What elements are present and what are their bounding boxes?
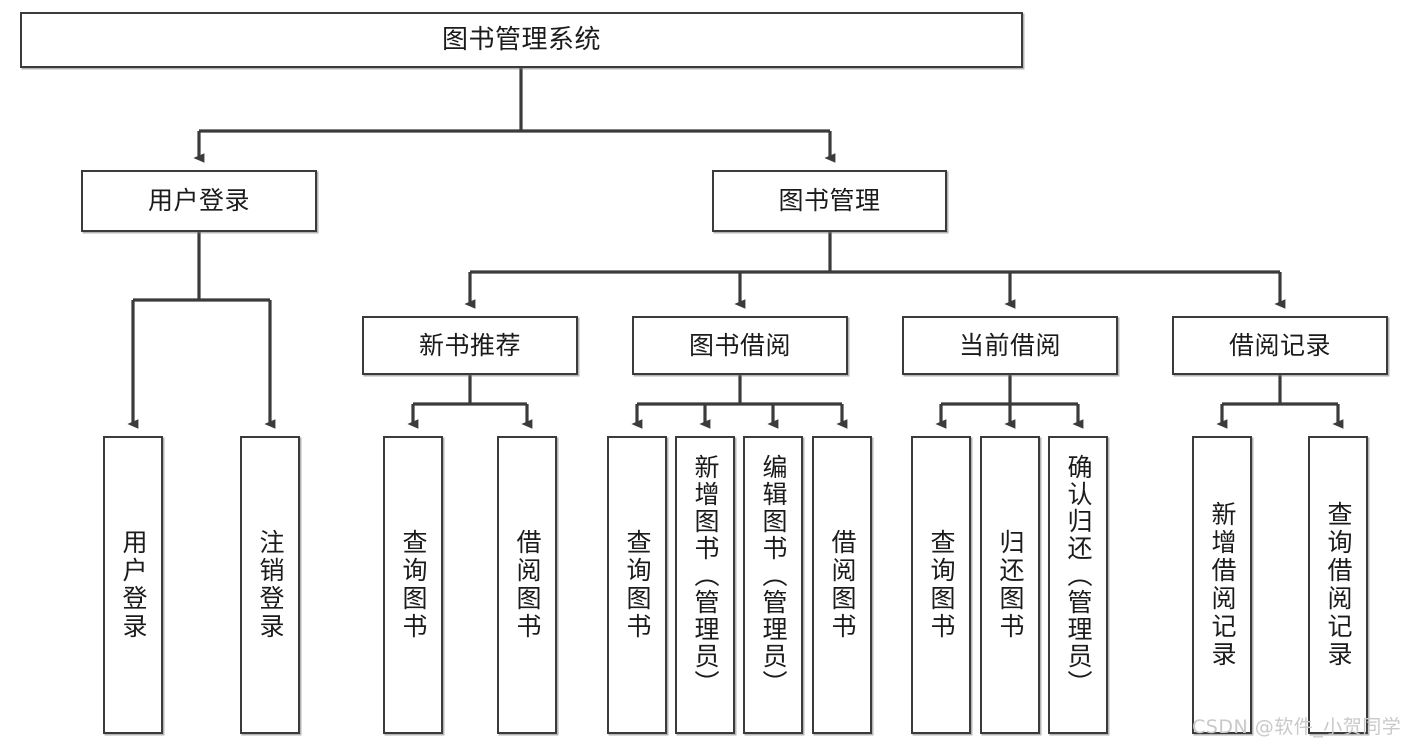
- node-label: 用户登录: [119, 529, 148, 641]
- node-user-login[interactable]: 用户登录: [81, 170, 317, 232]
- leaf-user-login[interactable]: 用户登录: [103, 436, 163, 734]
- node-label: 当前借阅: [958, 330, 1061, 360]
- node-root-system[interactable]: 图书管理系统: [20, 12, 1023, 68]
- leaf-query-book-borrow[interactable]: 查询图书: [607, 436, 667, 734]
- leaf-edit-book-admin[interactable]: 编辑图书（管理员）: [743, 436, 803, 734]
- node-new-book-recommend[interactable]: 新书推荐: [362, 316, 578, 375]
- node-book-borrow[interactable]: 图书借阅: [632, 316, 848, 375]
- node-label: 图书管理系统: [441, 24, 601, 55]
- leaf-add-book-admin[interactable]: 新增图书（管理员）: [675, 436, 735, 734]
- node-label: 借阅图书: [513, 529, 542, 641]
- node-label: 确认归还（管理员）: [1064, 454, 1093, 697]
- leaf-logout[interactable]: 注销登录: [240, 436, 300, 734]
- leaf-borrow-book-recommend[interactable]: 借阅图书: [497, 436, 557, 734]
- leaf-query-borrow-record[interactable]: 查询借阅记录: [1308, 436, 1368, 734]
- leaf-borrow-book[interactable]: 借阅图书: [812, 436, 872, 734]
- node-current-borrow[interactable]: 当前借阅: [902, 316, 1118, 375]
- leaf-confirm-return-admin[interactable]: 确认归还（管理员）: [1048, 436, 1108, 734]
- node-label: 查询借阅记录: [1324, 501, 1353, 669]
- watermark-text: CSDN @软件_小贺同学: [1192, 716, 1402, 738]
- leaf-return-book[interactable]: 归还图书: [980, 436, 1040, 734]
- node-label: 新增借阅记录: [1208, 501, 1237, 669]
- node-borrow-records[interactable]: 借阅记录: [1172, 316, 1388, 375]
- node-label: 图书管理: [778, 186, 881, 216]
- node-label: 新书推荐: [418, 330, 521, 360]
- node-label: 借阅记录: [1228, 330, 1331, 360]
- node-label: 借阅图书: [828, 529, 857, 641]
- node-label: 查询图书: [623, 529, 652, 641]
- leaf-add-borrow-record[interactable]: 新增借阅记录: [1192, 436, 1252, 734]
- node-label: 归还图书: [996, 529, 1025, 641]
- node-label: 图书借阅: [688, 330, 791, 360]
- node-book-management[interactable]: 图书管理: [712, 170, 947, 232]
- node-label: 编辑图书（管理员）: [759, 454, 788, 697]
- node-label: 查询图书: [927, 529, 956, 641]
- leaf-query-book-current[interactable]: 查询图书: [911, 436, 971, 734]
- node-label: 查询图书: [399, 529, 428, 641]
- node-label: 用户登录: [147, 186, 250, 216]
- node-label: 新增图书（管理员）: [691, 454, 720, 697]
- node-label: 注销登录: [256, 529, 285, 641]
- leaf-query-book-recommend[interactable]: 查询图书: [383, 436, 443, 734]
